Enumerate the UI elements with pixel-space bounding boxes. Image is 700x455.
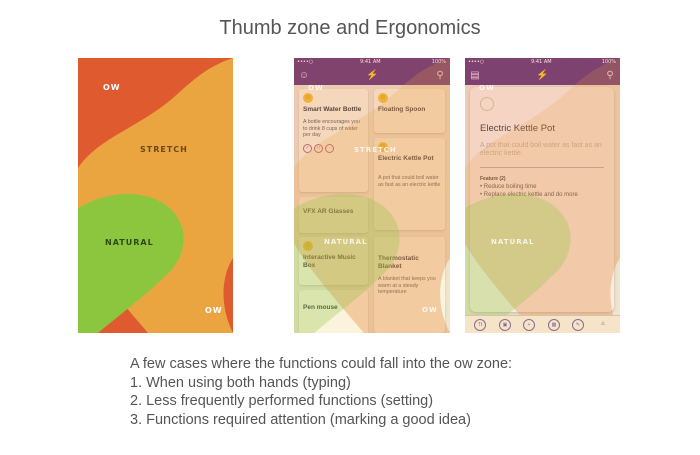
thumb-zone-shapes [78,58,233,333]
smile-icon: ☺ [378,142,388,152]
image-icon[interactable]: □ [314,143,323,153]
status-time: 9:41 AM [360,59,381,65]
overlay-label-natural: NATURAL [491,238,535,246]
carrier-signal: ••••○ [468,59,485,65]
feature-item: • Reduce boiling time [480,184,537,190]
idea-grid: ☺ Smart Water Bottle A bottle encourages… [294,85,450,333]
page-title: Thumb zone and Ergonomics [219,17,481,39]
smile-icon: ☺ [303,241,313,251]
more-icon[interactable]: ⋯ [325,143,334,153]
idea-card[interactable]: ☺ Electric Kettle Pot A pot that could b… [374,138,445,230]
bolt-icon[interactable]: ⚡ [366,70,379,81]
feature-header: Feature (2) [480,176,506,182]
divider [480,167,604,168]
mark-icon[interactable]: ✓ [303,143,312,153]
battery-level: 100% [601,59,616,65]
idea-card[interactable]: Pen mouse [299,290,368,333]
smile-icon: ☺ [378,93,388,103]
status-bar: ••••○ 9:41 AM 100% [465,58,620,67]
card-desc: A blanket that keeps you warm at a stead… [378,276,436,295]
notes-item: 1. When using both hands (typing) [130,374,351,391]
detail-title[interactable]: Electric Kettle Pot [480,123,555,134]
add-icon[interactable]: + [523,319,535,331]
notes-item: 2. Less frequently performed functions (… [130,393,434,409]
notes-block: A few cases where the functions could fa… [130,355,512,429]
user-icon[interactable]: ☺ [298,70,310,81]
thumb-zone-map: OW STRETCH NATURAL OW [78,58,233,333]
card-title: Pen mouse [303,304,338,311]
text-icon[interactable]: Tt [474,319,486,331]
card-title: Electric Kettle Pot [378,155,434,162]
idea-card[interactable]: ☺ Smart Water Bottle A bottle encourages… [299,89,368,192]
zone-label-stretch: STRETCH [140,145,188,154]
photo-icon[interactable]: ▩ [548,319,560,331]
zone-label-natural: NATURAL [105,238,154,247]
notes-intro: A few cases where the functions could fa… [130,356,513,372]
back-icon[interactable]: ▤ [470,70,480,81]
overlay-label-stretch: STRETCH [354,146,397,154]
card-title: VFX AR Glasses [303,208,354,215]
card-desc: A bottle encourages you to drink 8 cups … [303,119,360,138]
card-title: Thermostatic Blanket [378,255,419,270]
card-desc: A pot that could boil water as fast as a… [378,175,441,188]
feature-item: • Replace electric kettle and do more [480,192,578,198]
idea-card[interactable]: ☺ Interactive Music Box [299,237,368,285]
search-icon[interactable]: ⚲ [436,70,444,81]
card-title: Interactive Music Box [303,254,356,269]
overlay-label-ow-top: OW [479,84,495,92]
bottom-toolbar: Tt ▣ + ▩ ✎ ⚠ [465,315,620,333]
zone-label-ow-bottom: OW [205,306,223,315]
search-icon[interactable]: ⚲ [606,70,614,81]
status-bar: ••••○ 9:41 AM 100% [294,58,450,67]
card-title: Smart Water Bottle [303,106,362,113]
notes-item: 3. Functions required attention (marking… [130,411,471,428]
carrier-signal: ••••○ [297,59,314,65]
idea-card[interactable]: Thermostatic Blanket A blanket that keep… [374,237,445,333]
draw-icon[interactable]: ✎ [572,319,584,331]
battery-level: 100% [431,59,446,65]
image-icon[interactable]: ▣ [499,319,511,331]
smile-icon: ☺ [303,93,313,103]
overlay-label-ow-top: OW [308,84,324,92]
nav-bar: ☺ ⚡ ⚲ [294,67,450,85]
zone-label-ow-top: OW [103,83,121,92]
idea-card[interactable]: ☺ Floating Spoon [374,89,445,133]
warning-icon[interactable]: ⚠ [600,321,606,327]
idea-card[interactable]: VFX AR Glasses [299,197,368,233]
detail-description[interactable]: A pot that could boil water as fast as a… [480,142,602,157]
smile-icon[interactable] [480,97,494,111]
phone-idea-detail: ••••○ 9:41 AM 100% ▤ ⚡ ⚲ Electric Kettle… [465,58,620,333]
card-title: Floating Spoon [378,106,426,113]
overlay-label-natural: NATURAL [324,238,368,246]
nav-bar: ▤ ⚡ ⚲ [465,67,620,85]
idea-detail-card: Electric Kettle Pot A pot that could boi… [470,87,614,312]
card-actions: ✓ □ ⋯ [303,143,364,153]
bolt-icon[interactable]: ⚡ [536,70,549,81]
status-time: 9:41 AM [531,59,552,65]
phone-idea-list: ••••○ 9:41 AM 100% ☺ ⚡ ⚲ ☺ Smart Water B… [294,58,450,333]
overlay-label-ow-bottom: OW [422,306,438,314]
